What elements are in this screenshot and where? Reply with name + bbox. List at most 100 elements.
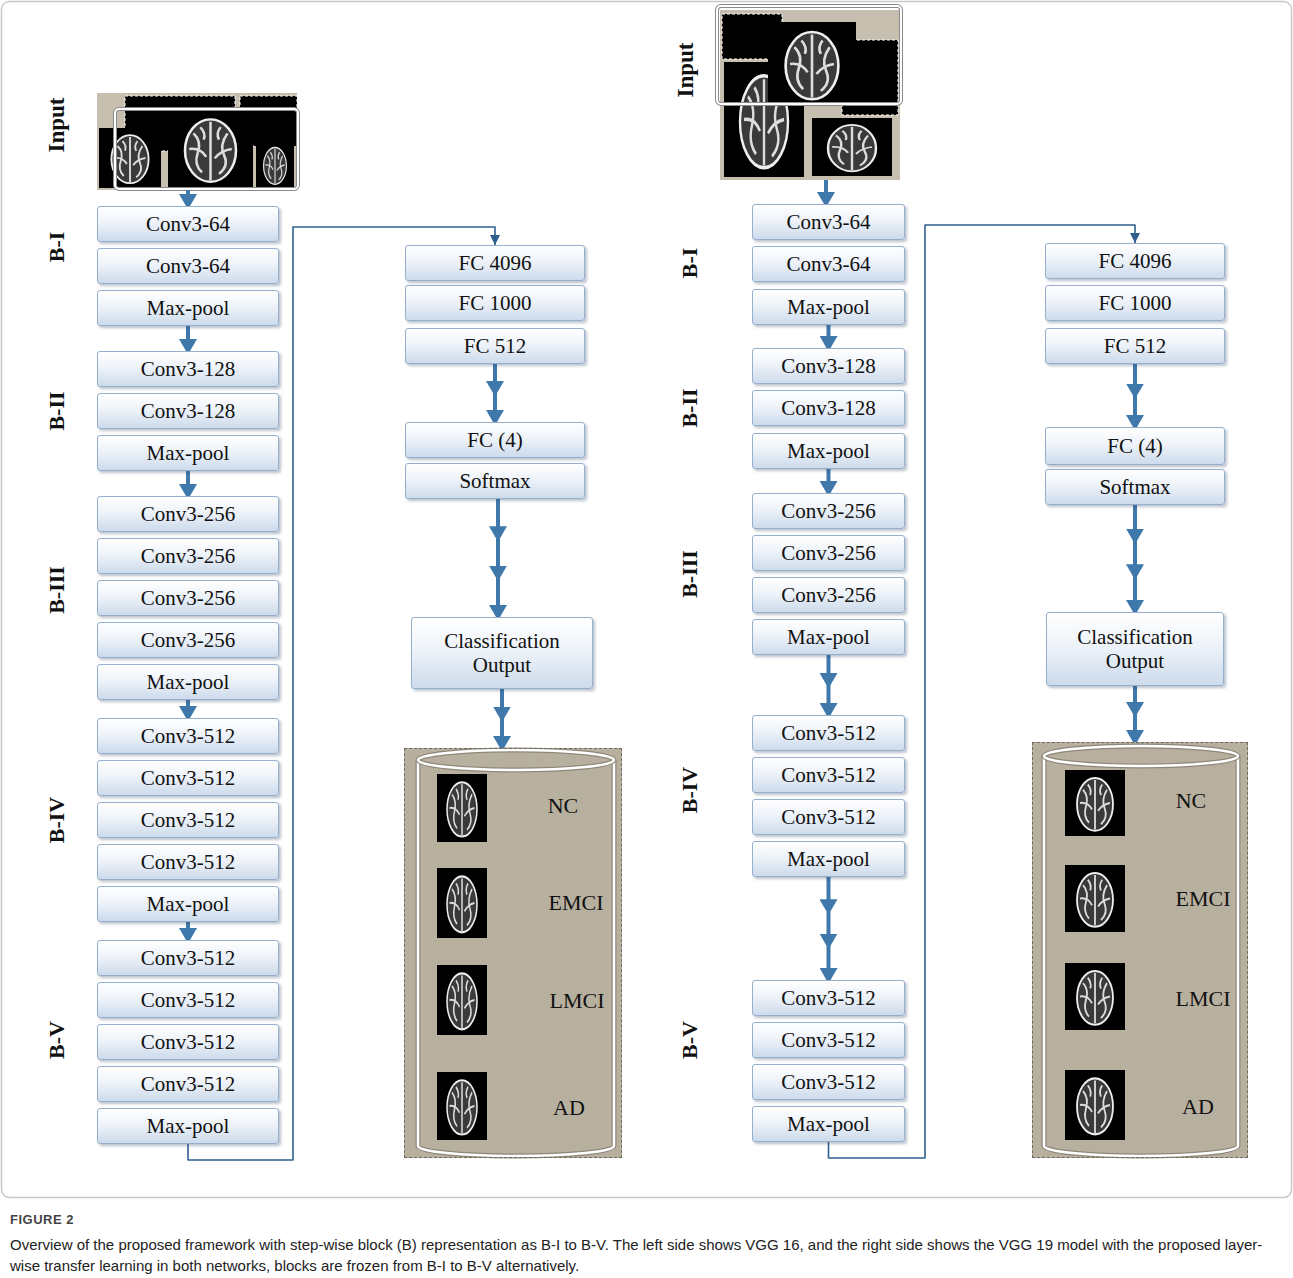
layer-name: Conv3-512 [141,946,236,970]
layer-name: Conv3-64 [787,210,871,234]
block-label: B-IV [44,797,70,843]
brain-slice [437,1072,487,1140]
fc-box: FC 4096 [1045,243,1225,279]
layer-name: Conv3-512 [781,986,876,1010]
layer-name: Conv3-512 [141,1072,236,1096]
fc-box: FC 1000 [405,285,585,321]
flow-arrow [186,326,190,351]
selection-frame [115,109,298,189]
brain-slice [812,118,892,176]
class-label: NC [548,793,579,818]
layer-name: FC 4096 [459,251,532,275]
cylinder-outline [418,760,614,1156]
class-label: LMCI [550,988,605,1013]
layer-name: Max-pool [787,295,870,319]
layer-box: Conv3-512 [752,1022,905,1058]
selection-frame [115,109,298,189]
flow-arrow [827,877,831,980]
block-label: B-IV [677,767,703,813]
fc-box: FC 4096 [405,245,585,281]
class-label-holder: EMCI [1176,886,1231,911]
layer-box: Conv3-256 [752,577,905,613]
layer-name: Conv3-512 [781,721,876,745]
layer-name: Conv3-64 [146,212,230,236]
layer-name: Max-pool [147,1114,230,1138]
flow-arrow [1133,364,1137,427]
layer-box: Conv3-512 [752,799,905,835]
layer-box: Conv3-512 [752,715,905,751]
brain-slice [168,110,253,188]
brain-slice [437,965,487,1035]
flow-arrow [186,471,190,496]
layer-name: FC 1000 [459,291,532,315]
layer-box: Conv3-256 [752,535,905,571]
layer-box: Conv3-512 [97,802,279,838]
layer-name: Conv3-128 [141,357,236,381]
flow-arrow [186,922,190,940]
class-label: EMCI [549,890,604,915]
layer-name: FC (4) [1107,434,1162,458]
layer-name: Conv3-64 [146,254,230,278]
layer-box: Conv3-256 [752,493,905,529]
layer-box: Max-pool [97,664,279,700]
flow-arrow [186,700,190,718]
class-label: AD [1182,1094,1214,1119]
layer-name: Max-pool [147,441,230,465]
layer-box: Max-pool [97,886,279,922]
layer-name: Max-pool [787,1112,870,1136]
layer-name: Conv3-256 [781,499,876,523]
class-label-holder: AD [553,1095,585,1120]
cylinder-top [418,750,614,770]
layer-box: Max-pool [752,619,905,655]
layer-box: Conv3-512 [97,844,279,880]
layer-name: FC 4096 [1099,249,1172,273]
input-illustration [97,93,298,190]
brain-slice [1065,770,1125,836]
layer-name: Conv3-256 [781,583,876,607]
block-label: B-III [44,566,70,614]
input-label: Input [44,98,70,153]
layer-box: Conv3-256 [97,580,279,616]
layer-box: Conv3-512 [97,718,279,754]
layer-name: Conv3-512 [141,808,236,832]
class-label: AD [553,1095,585,1120]
layer-box: Conv3-512 [97,940,279,976]
fc-box: Softmax [405,463,585,499]
layer-box: Conv3-512 [97,982,279,1018]
cylinder-top [1044,746,1238,766]
figure-frame [2,2,1292,1198]
class-label-holder: LMCI [1176,986,1231,1011]
selection-frame [717,6,901,104]
layer-name: FC 1000 [1099,291,1172,315]
figure-caption: Overview of the proposed framework with … [10,1234,1283,1276]
fc-box: FC 512 [1045,328,1225,364]
layer-box: Conv3-256 [97,538,279,574]
cylinder-outline [1044,756,1238,1156]
layer-name: Conv3-128 [781,354,876,378]
block-label: B-III [677,550,703,598]
layer-box: Conv3-64 [752,204,905,240]
block-label: B-V [677,1021,703,1059]
layer-name: Conv3-512 [781,1070,876,1094]
flow-arrow [827,325,831,348]
layer-name: Conv3-512 [141,988,236,1012]
flow-arrow [1133,686,1137,742]
layer-box: Conv3-128 [752,348,905,384]
class-label-holder: LMCI [550,988,605,1013]
layer-box: Max-pool [752,289,905,325]
cylinder-top [418,750,614,770]
block-label: B-I [677,248,703,279]
layer-box: Conv3-256 [97,622,279,658]
layer-box: Conv3-64 [752,246,905,282]
layer-name: Conv3-512 [781,763,876,787]
cylinder-outline [418,760,614,1156]
class-label: NC [1176,788,1207,813]
brain-slice [437,774,487,842]
layer-box: Max-pool [752,841,905,877]
brain-slice [256,142,294,188]
input-heading: Input [673,43,699,98]
layer-box: Conv3-512 [752,1064,905,1100]
input-image: Input [97,93,297,190]
flow-arrow [493,364,497,422]
selection-frame [717,6,901,104]
